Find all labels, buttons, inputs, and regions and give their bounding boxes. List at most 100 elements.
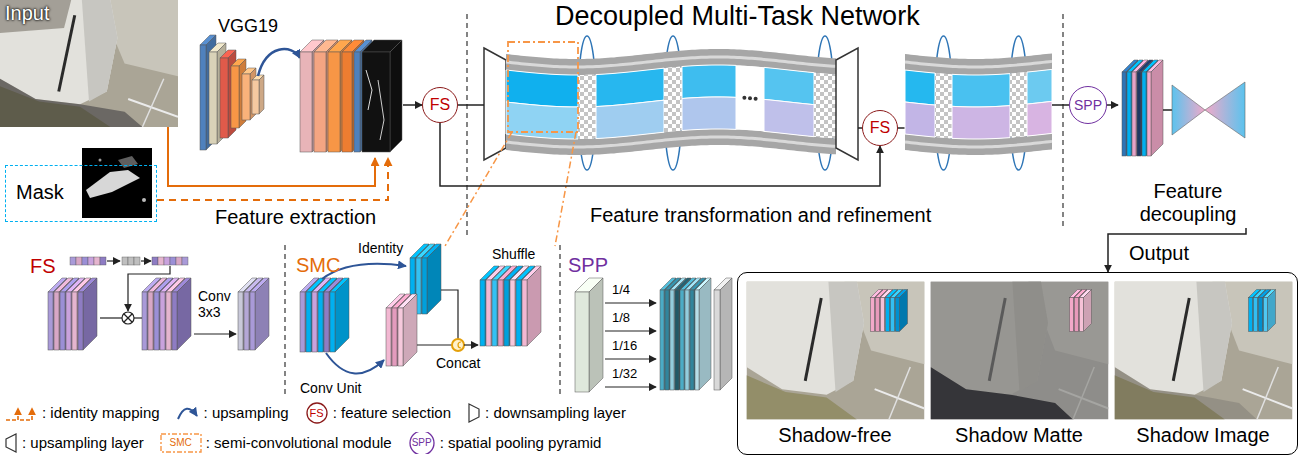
node-label: Input (5, 2, 49, 25)
section-divider (466, 14, 467, 236)
feature-map-side (684, 278, 696, 390)
feature-map (680, 278, 696, 390)
feature-map-front (886, 298, 890, 332)
diagram-title: Decoupled Multi-Task Network (555, 2, 920, 32)
mask-speckle (142, 198, 146, 202)
feature-map (1132, 60, 1148, 156)
feature-map-front (876, 298, 880, 332)
feature-map-front (148, 292, 153, 350)
feature-map (695, 278, 711, 390)
node-label: FS (430, 96, 450, 114)
flow-line (1052, 104, 1069, 106)
feature-map-front (250, 292, 255, 350)
skip-column (664, 67, 682, 133)
band-cell (905, 70, 935, 105)
feature-map (1122, 60, 1138, 156)
legend-symbol (176, 402, 200, 424)
feature-map-front (1070, 298, 1074, 332)
photo-pillar-shade (1012, 282, 1048, 392)
legend-symbol: SPP (408, 432, 436, 454)
feature-map (665, 278, 681, 390)
node-label: Shadow-free (778, 424, 891, 447)
multiply-cross (124, 314, 132, 322)
band-highlight (905, 141, 1052, 147)
legend-item: : upsampling (176, 402, 289, 424)
flow-line (1163, 109, 1172, 111)
feature-map-front (504, 280, 509, 346)
feature-map-front (314, 52, 326, 152)
weight-vector (88, 257, 94, 265)
weight-vector (100, 257, 106, 265)
feature-map-side (1084, 290, 1092, 332)
module-label: FS (30, 255, 56, 278)
feature-map-front (342, 52, 352, 152)
feature-map-front (714, 290, 720, 390)
ellipsis-dot (748, 96, 752, 100)
legend-symbol-graphic (467, 402, 481, 424)
band-highlight (905, 61, 1052, 67)
feature-map-front (142, 292, 147, 350)
feature-map (896, 290, 908, 332)
connector-arrow (403, 104, 422, 106)
feature-map-front (498, 280, 503, 346)
legend-item: : identity mapping (4, 402, 160, 424)
connector-arrow (1107, 104, 1118, 106)
feature-map (78, 278, 97, 350)
flow-line (441, 290, 458, 339)
photo (931, 282, 1109, 420)
legend-symbol (467, 402, 481, 424)
spatial-pooling-circle: SPP (1069, 86, 1107, 124)
legend-text: : feature selection (333, 404, 451, 421)
decoder-encoder (1172, 85, 1205, 135)
road-marking (1257, 367, 1278, 419)
weight-vector (182, 257, 188, 265)
legend-row: : identity mapping : upsampling FS: featur… (4, 402, 642, 424)
feature-map-front (1127, 72, 1131, 156)
feature-map-side (177, 278, 191, 350)
photo-ground (747, 282, 925, 420)
feature-map-front (200, 45, 206, 150)
feature-map-front (312, 292, 317, 352)
feature-texture (378, 80, 384, 140)
skip-column (814, 73, 836, 139)
node-label: SPP (1074, 97, 1102, 113)
scale-label: 1/32 (612, 367, 637, 382)
feature-map-front (695, 290, 699, 390)
photo-ground (931, 282, 1109, 420)
legend-text: : spatial pooling pyramid (440, 434, 602, 451)
connector-arrow (168, 127, 375, 186)
feature-map-front (386, 308, 391, 366)
multiply-cross (124, 314, 132, 322)
pooling-arrow (605, 386, 656, 387)
mask-shadow-region (86, 170, 140, 198)
band-cell (506, 102, 578, 139)
weight-vector (134, 257, 140, 265)
feature-map-front (318, 292, 323, 352)
legend-item: FS: feature selection (305, 402, 451, 424)
feature-map (1127, 60, 1143, 156)
node-label: Shadow Matte (955, 424, 1083, 447)
pooling-arrow (605, 330, 656, 331)
band-gap (736, 65, 764, 131)
result-image: Shadow Matte (930, 281, 1108, 449)
concat-mark (458, 342, 461, 348)
identity-mapping-sample (20, 408, 32, 420)
feature-map (250, 278, 269, 350)
feature-map (675, 278, 691, 390)
upsampling-layer-sample (6, 434, 16, 452)
feature-map-side (340, 40, 352, 152)
operation-label: Shuffle (492, 246, 535, 262)
output-panel: OutputShadow-freeShadow MatteShadow Imag… (737, 272, 1298, 455)
legend-text: : upsampling layer (22, 434, 144, 451)
identity-mapping-sample (6, 408, 18, 420)
feature-map-front (1249, 298, 1253, 332)
feature-map-front (522, 280, 527, 346)
feature-map-side (589, 278, 603, 392)
photo-dark-corner (0, 0, 71, 33)
legend-symbol (4, 432, 18, 454)
feature-map-front (675, 290, 679, 390)
road-marking (142, 79, 163, 127)
feature-map-side (427, 244, 441, 314)
feature-map-front (54, 292, 59, 350)
feature-map-side (1126, 60, 1138, 156)
